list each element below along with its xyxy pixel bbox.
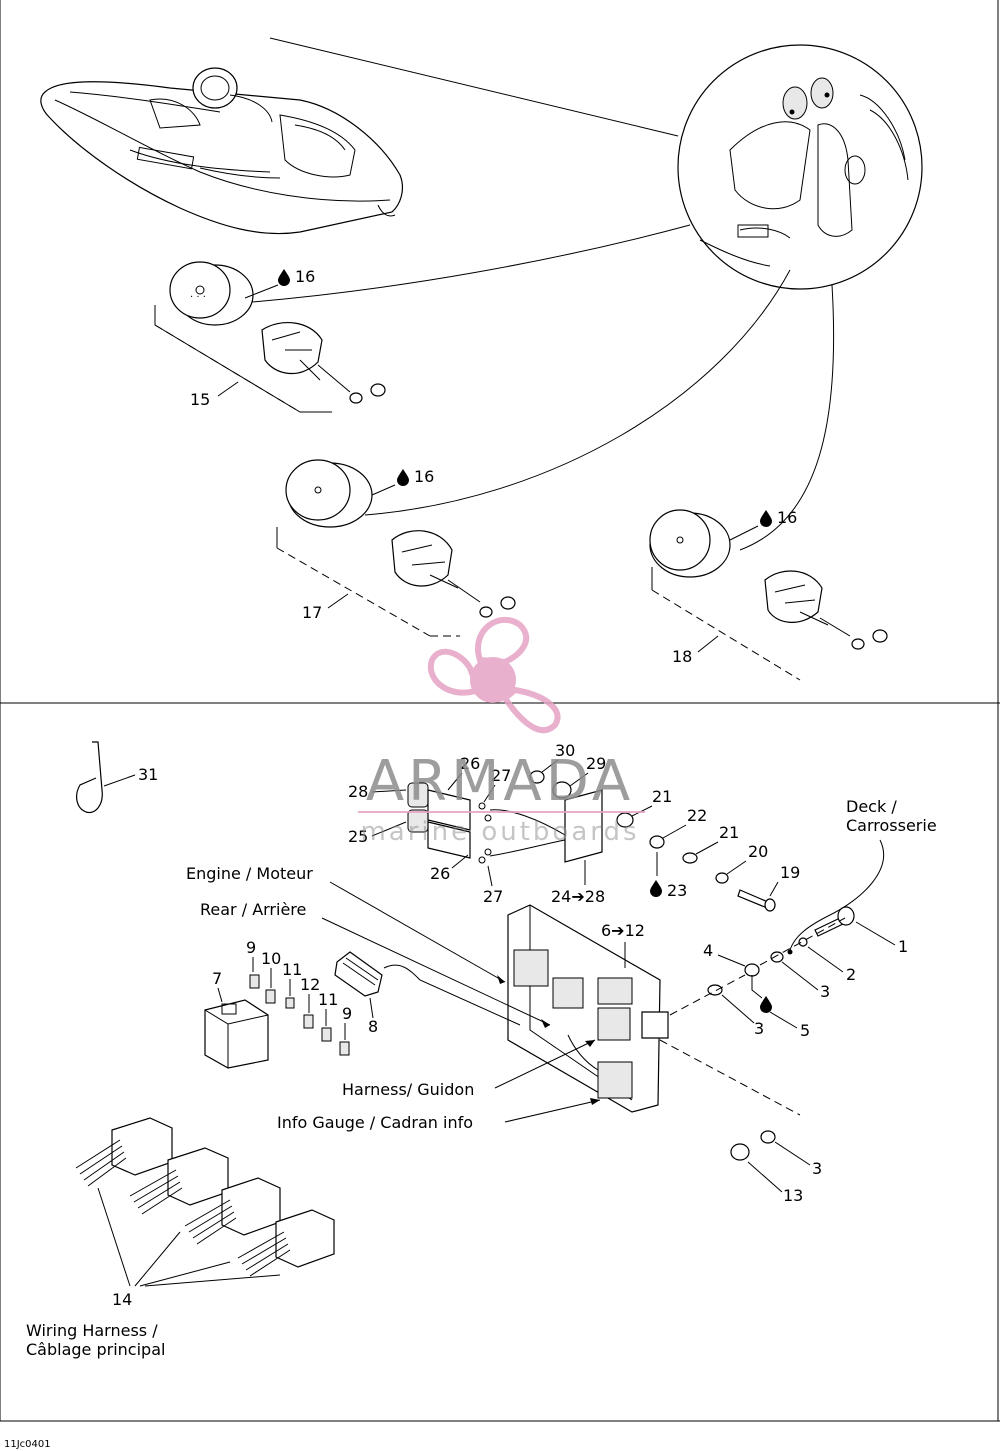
callout-3b: 3 — [754, 1019, 764, 1038]
callout-4: 4 — [703, 941, 713, 960]
callout-25: 25 — [348, 827, 368, 846]
relay-block: 7 9 10 11 12 11 9 — [204, 938, 352, 1069]
wiring-harness-connectors: 14 Wiring Harness / Câblage principal — [26, 1117, 335, 1359]
deck-hardware: Deck / Carrosserie 1 2 3 4 3 5 3 13 — [659, 797, 937, 1205]
drop-icon — [760, 510, 772, 527]
callout-9a: 9 — [246, 938, 256, 957]
callout-3a: 3 — [820, 982, 830, 1001]
cable-tie-31: 31 — [76, 741, 158, 814]
callout-27a: 27 — [491, 766, 511, 785]
callout-17: 17 — [302, 603, 322, 622]
callout-15: 15 — [190, 390, 210, 409]
callout-16c: 16 — [777, 508, 797, 527]
upper-callouts: 16 15 16 17 16 18 — [190, 267, 797, 666]
callout-10: 10 — [261, 949, 281, 968]
deck-label-line1: Deck / — [846, 797, 897, 816]
callout-7: 7 — [212, 969, 222, 988]
callout-12: 12 — [300, 975, 320, 994]
connector-assembly — [407, 770, 776, 912]
drop-icon — [397, 469, 409, 486]
callout-1: 1 — [898, 937, 908, 956]
wiring-label-line2: Câblage principal — [26, 1340, 165, 1359]
callout-27b: 27 — [483, 887, 503, 906]
connector-cover-8: 8 — [334, 951, 521, 1036]
callout-22: 22 — [687, 806, 707, 825]
callout-21b: 21 — [719, 823, 739, 842]
rear-label: Rear / Arrière — [200, 900, 306, 919]
drop-icon — [650, 880, 662, 897]
callout-11b: 11 — [318, 990, 338, 1009]
callout-14: 14 — [112, 1290, 132, 1309]
callout-8: 8 — [368, 1017, 378, 1036]
watermark-brand: ARMADA — [366, 749, 634, 814]
callout-23: 23 — [667, 881, 687, 900]
detail-leader-lines — [239, 37, 835, 551]
callout-28: 28 — [348, 782, 368, 801]
gauge-15-group: · · · — [154, 261, 386, 413]
propeller-logo — [427, 617, 561, 734]
harness-label: Harness/ Guidon — [342, 1080, 474, 1099]
info-gauge-label: Info Gauge / Cadran info — [277, 1113, 473, 1132]
boat-illustration — [40, 67, 404, 235]
callout-11a: 11 — [282, 960, 302, 979]
callout-6-12: 6➔12 — [601, 921, 645, 940]
armada-watermark: ARMADA marine outboards — [358, 617, 645, 847]
callout-29: 29 — [586, 754, 606, 773]
figure-code: 11Jc0401 — [4, 1439, 51, 1450]
callout-18: 18 — [672, 647, 692, 666]
connector-callouts: 30 29 26 27 28 25 21 22 21 20 19 26 27 2… — [348, 741, 800, 906]
callout-13: 13 — [783, 1186, 803, 1205]
callout-5: 5 — [800, 1021, 810, 1040]
callout-24-28: 24➔28 — [551, 887, 605, 906]
callout-30: 30 — [555, 741, 575, 760]
callout-2: 2 — [846, 965, 856, 984]
detail-circle — [677, 44, 923, 290]
engine-label: Engine / Moteur — [186, 864, 313, 883]
callout-9b: 9 — [342, 1004, 352, 1023]
watermark-tagline: marine outboards — [360, 817, 639, 847]
callout-16b: 16 — [414, 467, 434, 486]
callout-31: 31 — [138, 765, 158, 784]
drop-icon — [760, 996, 772, 1013]
gauge-18-group — [649, 509, 888, 681]
callout-26b: 26 — [430, 864, 450, 883]
callout-19: 19 — [780, 863, 800, 882]
deck-label-line2: Carrosserie — [846, 816, 937, 835]
drop-icon — [278, 269, 290, 286]
callout-3c: 3 — [812, 1159, 822, 1178]
svg-text:· · ·: · · · — [190, 292, 206, 303]
ecu-module: 6➔12 — [507, 904, 669, 1113]
wiring-label-line1: Wiring Harness / — [26, 1321, 158, 1340]
callout-20: 20 — [748, 842, 768, 861]
callout-21a: 21 — [652, 787, 672, 806]
callout-16a: 16 — [295, 267, 315, 286]
ecu-arrow-labels: Engine / Moteur Rear / Arrière Harness/ … — [186, 864, 601, 1132]
callout-26a: 26 — [460, 754, 480, 773]
